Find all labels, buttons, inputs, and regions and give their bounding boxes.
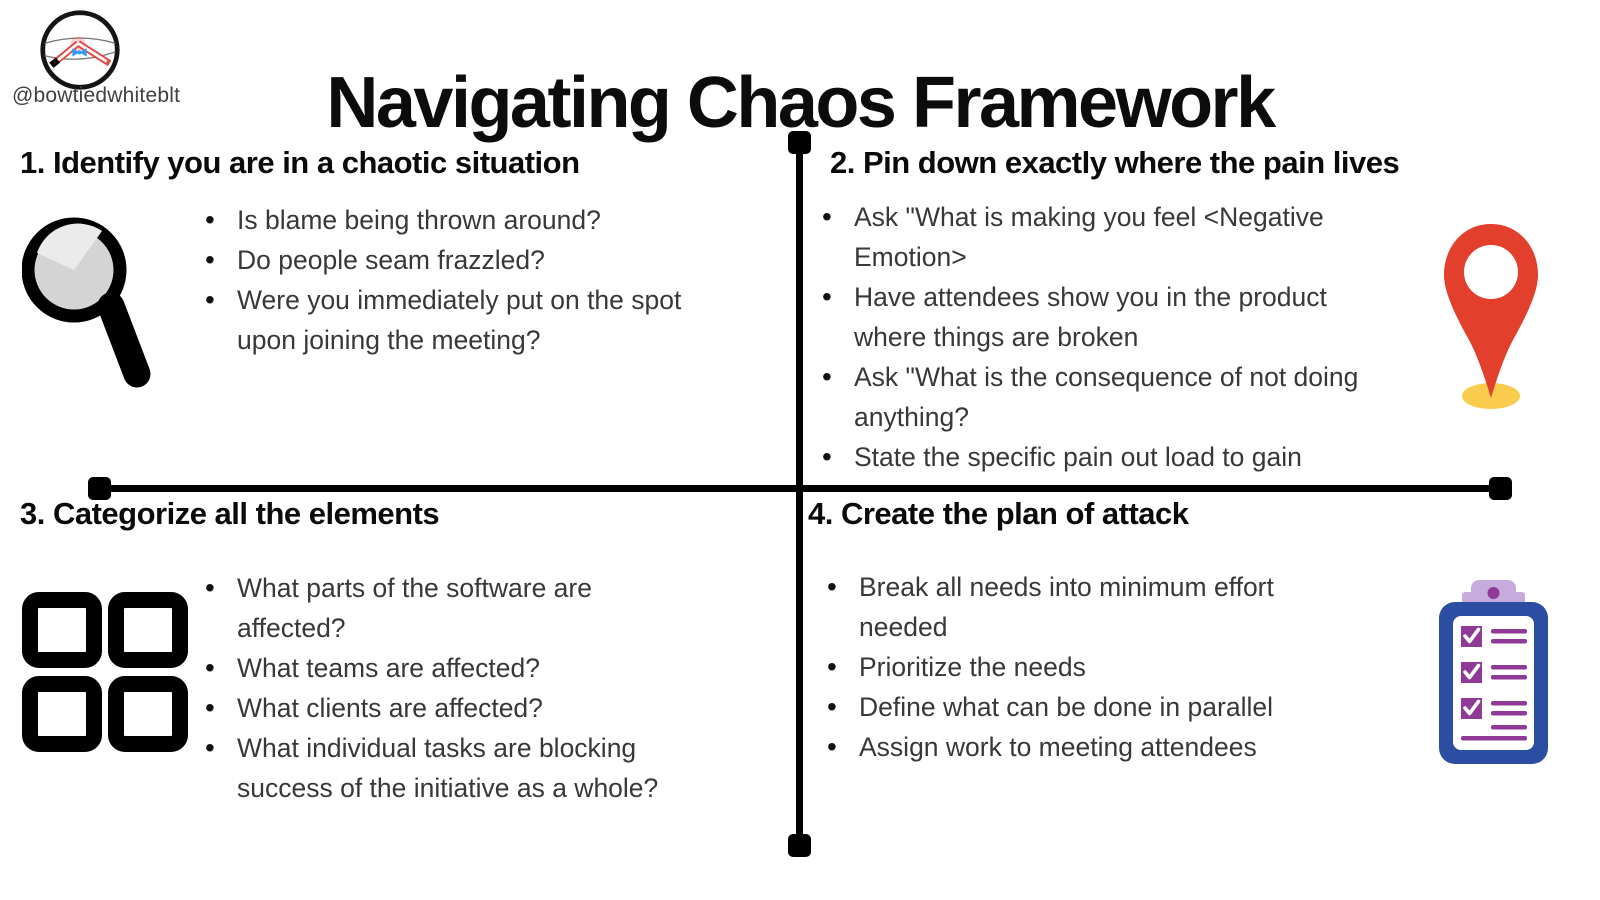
list-item: Have attendees show you in the product w… xyxy=(820,277,1360,357)
magnifier-icon xyxy=(22,217,151,388)
map-pin-icon xyxy=(1444,224,1538,409)
list-item: Is blame being thrown around? xyxy=(203,200,718,240)
quadrant-3-bullet-list: What parts of the software are affected?… xyxy=(203,568,668,808)
author-handle: @bowtiedwhiteblt xyxy=(12,84,181,107)
quadrant-4-bullet-list: Break all needs into minimum effort need… xyxy=(825,567,1300,767)
quadrant-2-heading: 2. Pin down exactly where the pain lives xyxy=(830,145,1400,180)
list-item: What clients are affected? xyxy=(203,688,668,728)
list-item: What parts of the software are affected? xyxy=(203,568,668,648)
quadrant-2-bullet-list: Ask "What is making you feel <Negative E… xyxy=(820,197,1360,477)
quadrant-1-heading: 1. Identify you are in a chaotic situati… xyxy=(20,145,580,180)
list-item: Prioritize the needs xyxy=(825,647,1300,687)
list-item: Ask "What is the consequence of not doin… xyxy=(820,357,1360,437)
page-title: Navigating Chaos Framework xyxy=(326,63,1276,144)
list-item: Assign work to meeting attendees xyxy=(825,727,1300,767)
list-item: Break all needs into minimum effort need… xyxy=(825,567,1300,647)
list-item: Ask "What is making you feel <Negative E… xyxy=(820,197,1360,277)
list-item: Were you immediately put on the spot upo… xyxy=(203,280,718,360)
list-item: Do people seam frazzled? xyxy=(203,240,718,280)
axis-endcap-top xyxy=(788,131,811,154)
quadrant-1-bullet-list: Is blame being thrown around? Do people … xyxy=(203,200,718,360)
clipboard-checklist-icon xyxy=(1439,580,1548,764)
axis-endcap-right xyxy=(1489,477,1512,500)
list-item: What individual tasks are blocking succe… xyxy=(203,728,668,808)
list-item: What teams are affected? xyxy=(203,648,668,688)
list-item: State the specific pain out load to gain xyxy=(820,437,1360,477)
list-item: Define what can be done in parallel xyxy=(825,687,1300,727)
bowtiedwhiteblt-logo-icon xyxy=(40,10,120,90)
axis-endcap-left xyxy=(88,477,111,500)
grid-icon xyxy=(22,592,188,752)
axis-endcap-bottom xyxy=(788,834,811,857)
vertical-axis-line xyxy=(796,142,803,842)
quadrant-4-heading: 4. Create the plan of attack xyxy=(808,496,1189,531)
quadrant-3-heading: 3. Categorize all the elements xyxy=(20,496,440,531)
